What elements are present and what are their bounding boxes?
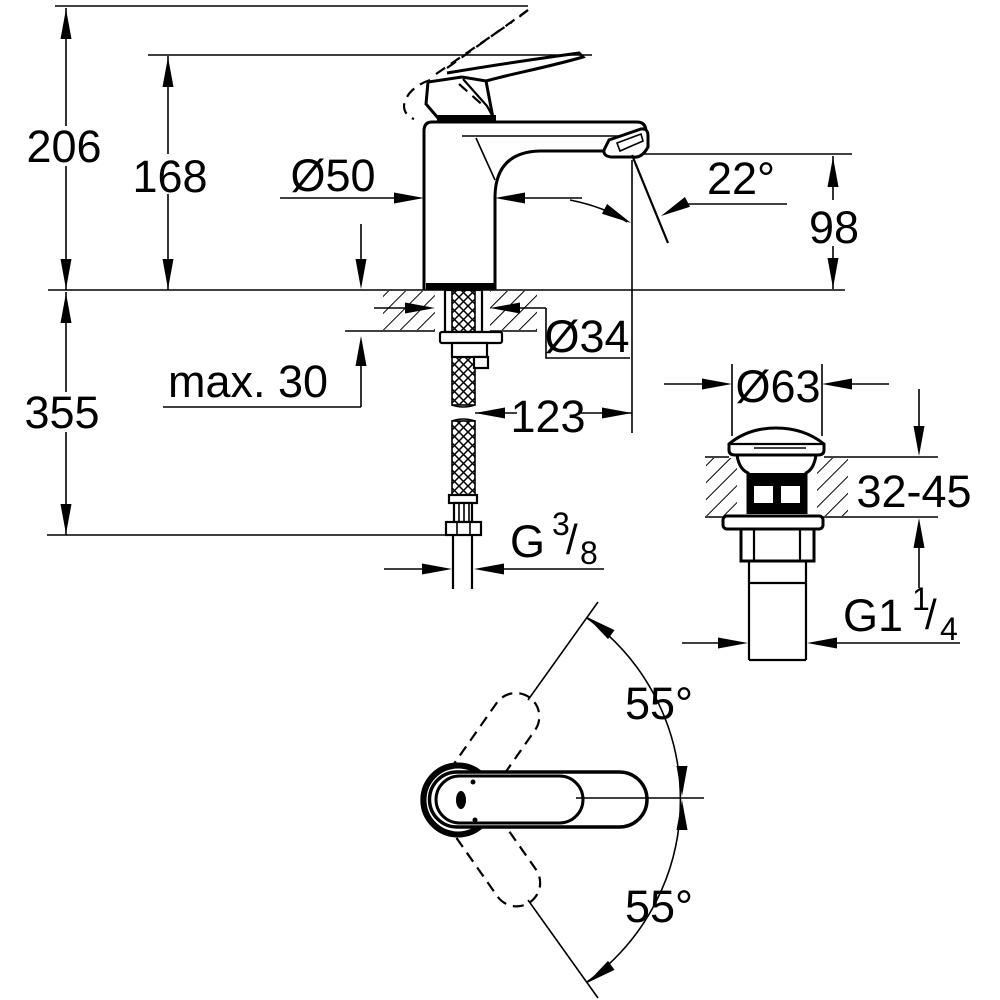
dim-deck-thickness-range-label: 32-45 bbox=[856, 466, 971, 517]
supply-thread-denominator: 8 bbox=[580, 535, 598, 571]
supply-thread-prefix: G bbox=[510, 516, 545, 567]
drain-locknut bbox=[739, 527, 816, 563]
dim-stream-angle: 22° bbox=[569, 153, 787, 244]
lever-top-surface bbox=[434, 774, 585, 825]
drain-thread-prefix: G1 bbox=[843, 590, 903, 641]
lever-handle-raised-dashed bbox=[402, 9, 529, 121]
dim-body-diameter-label: Ø50 bbox=[290, 150, 375, 201]
dim-spout-height-label: 98 bbox=[809, 202, 859, 253]
lever-top-view bbox=[427, 770, 649, 829]
dim-deck-thickness-range: 32-45 bbox=[856, 389, 972, 588]
dim-body-diameter: Ø50 bbox=[280, 150, 582, 204]
side-view: 206 168 355 Ø50 bbox=[24, 5, 860, 589]
dim-supply-thread: G 3 / 8 bbox=[384, 506, 604, 575]
supply-thread-numerator: 3 bbox=[552, 506, 570, 542]
drain-body bbox=[721, 454, 825, 662]
supply-thread-slash: / bbox=[566, 516, 578, 563]
drain-thread-denominator: 4 bbox=[940, 611, 958, 647]
dim-swivel-down-label: 55° bbox=[625, 881, 693, 932]
lever-indicator-mark bbox=[456, 791, 466, 809]
swivel-arc bbox=[583, 612, 688, 988]
dim-max-deck-thickness-label: max. 30 bbox=[168, 356, 328, 407]
dim-total-height-label: 206 bbox=[26, 121, 101, 172]
dim-spout-reach-label: 123 bbox=[510, 391, 585, 442]
drain-counter-section bbox=[705, 456, 938, 518]
top-view: 55° 55° bbox=[420, 601, 704, 999]
dim-stream-angle-label: 22° bbox=[707, 153, 775, 204]
dim-drain-thread: G1 1 / 4 bbox=[682, 581, 960, 649]
dim-drain-cap-diameter-label: Ø63 bbox=[735, 361, 820, 412]
dim-total-height: 206 bbox=[26, 8, 102, 290]
dim-lever-height-label: 168 bbox=[132, 151, 207, 202]
drain-washer bbox=[721, 514, 825, 531]
drain-cap bbox=[727, 426, 826, 457]
dim-hole-diameter: Ø34 bbox=[374, 302, 630, 362]
drain-thread-slash: / bbox=[925, 591, 937, 638]
dim-max-deck-thickness: max. 30 bbox=[163, 224, 367, 408]
dim-hose-length: 355 bbox=[24, 292, 100, 535]
drain-thread-numerator: 1 bbox=[912, 581, 930, 617]
dim-hole-diameter-label: Ø34 bbox=[544, 311, 629, 362]
dim-hose-length-label: 355 bbox=[24, 387, 99, 438]
dim-spout-height: 98 bbox=[806, 156, 860, 289]
dim-drain-cap-diameter: Ø63 bbox=[664, 361, 889, 412]
dim-lever-height: 168 bbox=[132, 56, 208, 290]
lever-handle-side bbox=[424, 51, 586, 122]
drain-valve-detail: Ø63 32-45 G1 1 / 4 bbox=[664, 361, 972, 662]
dim-swivel-up-label: 55° bbox=[625, 678, 693, 729]
dim-spout-reach: 123 bbox=[475, 391, 632, 442]
supply-hose bbox=[426, 283, 504, 589]
faucet-body bbox=[422, 120, 650, 290]
